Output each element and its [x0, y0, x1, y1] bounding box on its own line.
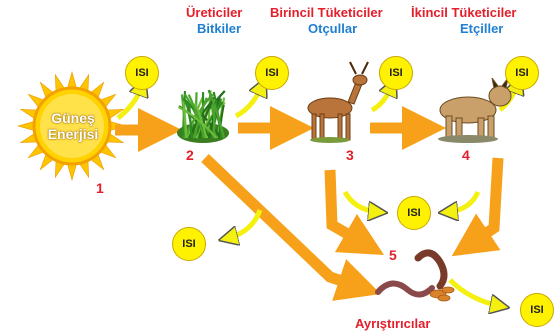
carnivores-label: Etçiller [460, 21, 503, 36]
heat-arrow-mid-right [448, 192, 478, 212]
heat-badge: ISI [397, 196, 431, 230]
heat-badge: ISI [520, 293, 554, 327]
sun-label-line2: Enerjisi [38, 126, 108, 142]
number-4: 4 [462, 147, 470, 163]
sun-label-line1: Güneş [38, 110, 108, 126]
number-3: 3 [346, 147, 354, 163]
heat-arrow-plant-low [228, 210, 260, 238]
decomposers-label: Ayrıştırıcılar [355, 316, 430, 331]
heat-arrow-herbivores [372, 86, 392, 110]
deer-icon [308, 62, 368, 143]
heat-arrow-mid-left [345, 192, 378, 212]
heat-arrow-sun [118, 86, 142, 118]
grass-icon [177, 90, 229, 143]
herbivores-label: Otçullar [308, 21, 357, 36]
heat-badge: ISI [379, 56, 413, 90]
heat-arrow-plants [236, 86, 262, 116]
heat-arrow-decomposers [450, 280, 500, 306]
number-2: 2 [186, 147, 194, 163]
producers-label: Üreticiler [186, 5, 242, 20]
heat-badge: ISI [172, 227, 206, 261]
number-1: 1 [96, 180, 104, 196]
heat-badge: ISI [255, 56, 289, 90]
sun-energy-label: Güneş Enerjisi [38, 110, 108, 142]
heat-badge: ISI [505, 56, 539, 90]
heat-badge: ISI [125, 56, 159, 90]
secondary-consumers-label: İkincil Tüketiciler [411, 5, 517, 20]
plants-label: Bitkiler [197, 21, 241, 36]
primary-consumers-label: Birincil Tüketiciler [270, 5, 383, 20]
number-5: 5 [389, 247, 397, 263]
lynx-icon [438, 78, 511, 143]
